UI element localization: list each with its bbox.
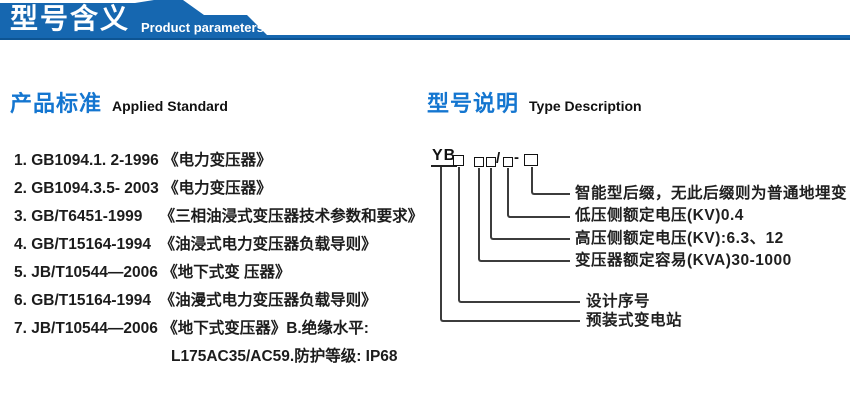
connector-line-smart-suffix bbox=[531, 167, 570, 195]
type-description-header: 型号说明 Type Description bbox=[427, 86, 642, 118]
standard-item: 5. JB/T10544—2006 《地下式变 压器》 bbox=[14, 264, 291, 281]
annotation-substation: 预装式变电站 bbox=[586, 312, 683, 329]
standards-list: 1. GB1094.1. 2-1996 《电力变压器》 2. GB1094.3.… bbox=[14, 147, 439, 371]
annotation-lv-voltage: 低压侧额定电压(KV)0.4 bbox=[575, 207, 744, 224]
page-title: 型号含义 bbox=[10, 3, 131, 34]
dash-separator: - bbox=[514, 149, 519, 166]
standard-item: 1. GB1094.1. 2-1996 《电力变压器》 bbox=[14, 152, 272, 169]
applied-standard-header: 产品标准 Applied Standard bbox=[10, 86, 228, 118]
applied-standard-title-cn: 产品标准 bbox=[10, 91, 103, 116]
page-subtitle: Product parameters bbox=[141, 20, 264, 35]
type-description-title-cn: 型号说明 bbox=[427, 91, 520, 116]
slash-separator: / bbox=[496, 150, 501, 167]
model-box-smart-suffix bbox=[524, 154, 538, 166]
annotation-smart-suffix: 智能型后缀，无此后缀则为普通地埋变 bbox=[575, 185, 848, 202]
connector-line-hv-voltage bbox=[490, 168, 570, 240]
applied-standard-title-en: Applied Standard bbox=[112, 98, 228, 114]
annotation-capacity: 变压器额定容易(KVA)30-1000 bbox=[575, 252, 792, 269]
connector-line-capacity bbox=[478, 168, 570, 262]
model-box-capacity bbox=[474, 157, 484, 167]
model-box-hv-voltage bbox=[486, 157, 496, 167]
connector-line-lv-voltage bbox=[507, 168, 570, 218]
annotation-hv-voltage: 高压侧额定电压(KV):6.3、12 bbox=[575, 230, 784, 247]
standard-item: 7. JB/T10544—2006 《地下式变压器》B.绝缘水平: bbox=[14, 320, 369, 337]
model-box-lv-voltage bbox=[503, 157, 513, 167]
standard-item: 4. GB/T15164-1994 《油浸式电力变压器负载导则》 bbox=[14, 236, 377, 253]
type-description-title-en: Type Description bbox=[529, 98, 642, 114]
standard-item-continuation: L175AC35/AC59.防护等级: IP68 bbox=[171, 348, 398, 365]
connector-line-design-serial bbox=[458, 167, 580, 303]
standard-item: 3. GB/T6451-1999 《三相油浸式变压器技术参数和要求》 bbox=[14, 208, 424, 225]
standard-item: 2. GB1094.3.5- 2003 《电力变压器》 bbox=[14, 180, 272, 197]
model-prefix: YB bbox=[431, 147, 458, 167]
standard-item: 6. GB/T15164-1994 《油漫式电力变压器负载导则》 bbox=[14, 292, 377, 309]
model-box-design-serial bbox=[453, 155, 464, 166]
header-banner-edge bbox=[0, 38, 850, 40]
connector-line-substation bbox=[440, 167, 580, 322]
annotation-design-serial: 设计序号 bbox=[586, 293, 651, 310]
